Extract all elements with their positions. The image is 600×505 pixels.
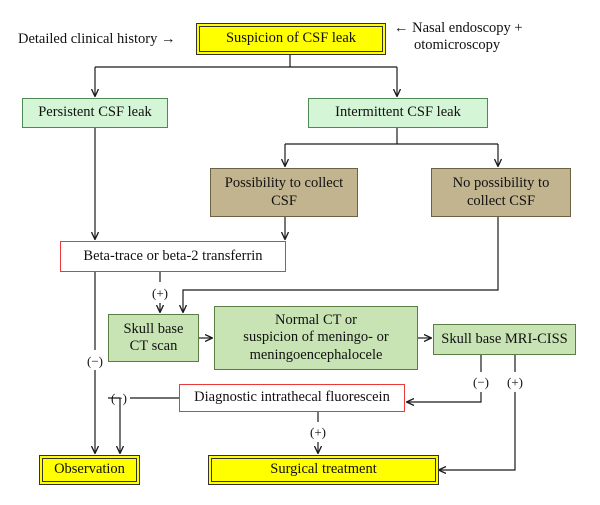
mri-label: Skull base MRI-CISS: [441, 330, 568, 347]
persistent-label: Persistent CSF leak: [38, 104, 152, 121]
observation-node: Observation: [39, 455, 140, 485]
edge-no-collect-to-ct: [183, 217, 499, 312]
suspicion-node: Suspicion of CSF leak: [196, 23, 386, 55]
sign-beta-minus: (−): [87, 353, 103, 369]
beta-trace-label: Beta-trace or beta-2 transferrin: [83, 247, 263, 264]
edge-suspicion-split: [95, 55, 397, 68]
normal-ct-line3: meningoencephalocele: [249, 346, 383, 363]
skull-ct-line2: CT scan: [129, 338, 178, 354]
surgical-label: Surgical treatment: [270, 461, 377, 478]
sign-mri-minus: (−): [473, 374, 489, 390]
edge-intermittent-split: [285, 128, 498, 145]
fluorescein-label: Diagnostic intrathecal fluorescein: [194, 389, 390, 406]
normal-ct-node: Normal CT or suspicion of meningo- or me…: [214, 306, 418, 370]
no-collect-node: No possibility to collect CSF: [431, 168, 571, 217]
mri-node: Skull base MRI-CISS: [433, 324, 576, 355]
nasal-endoscopy-line2: otomicroscopy: [414, 36, 501, 53]
persistent-node: Persistent CSF leak: [22, 98, 168, 128]
fluorescein-node: Diagnostic intrathecal fluorescein: [179, 384, 405, 412]
no-collect-line1: No possibility to: [452, 175, 550, 192]
sign-fluorescein-plus: (+): [310, 424, 326, 440]
intermittent-label: Intermittent CSF leak: [335, 104, 461, 121]
skull-ct-node: Skull base CT scan: [108, 314, 199, 362]
collect-line2: CSF: [271, 192, 297, 209]
intermittent-node: Intermittent CSF leak: [308, 98, 488, 128]
nasal-endoscopy-line1: ← Nasal endoscopy +: [394, 20, 523, 36]
edge-mri-plus-to-surgical: [439, 355, 516, 470]
sign-fluorescein-minus: (−): [111, 390, 127, 406]
sign-mri-plus: (+): [507, 374, 523, 390]
no-collect-line2: collect CSF: [466, 192, 536, 209]
edge-fluorescein-minus: [108, 397, 179, 453]
sign-beta-plus: (+): [152, 285, 168, 301]
beta-trace-node: Beta-trace or beta-2 transferrin: [60, 241, 286, 272]
surgical-node: Surgical treatment: [208, 455, 439, 485]
normal-ct-line2: suspicion of meningo- or: [243, 329, 389, 346]
edge-mri-minus-to-fluorescein: [407, 355, 482, 402]
skull-ct-line1: Skull base: [123, 320, 184, 337]
normal-ct-line1: Normal CT or: [275, 311, 357, 328]
collect-node: Possibility to collect CSF: [210, 168, 358, 217]
clinical-history-label: Detailed clinical history →: [18, 31, 176, 47]
collect-line1: Possibility to collect: [224, 175, 344, 192]
nasal-endoscopy-label: ← Nasal endoscopy + otomicroscopy: [394, 20, 523, 53]
observation-label: Observation: [54, 461, 125, 478]
suspicion-label: Suspicion of CSF leak: [225, 30, 357, 47]
